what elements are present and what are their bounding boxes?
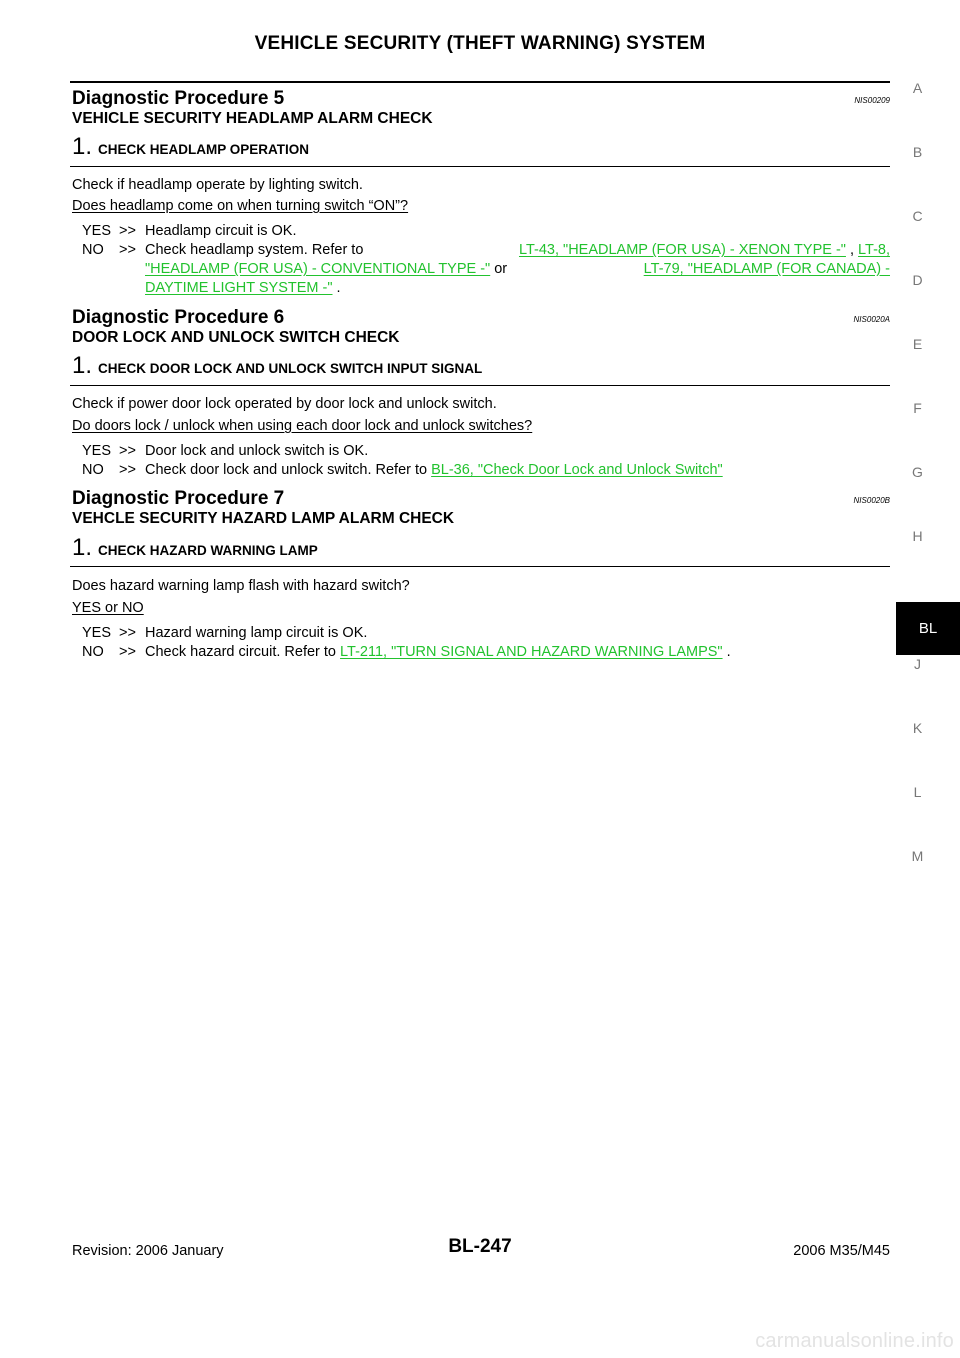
- no-arrow: >>: [119, 242, 136, 258]
- footer-revision: Revision: 2006 January: [72, 1243, 224, 1259]
- procedure-7-yes-row: YES >> Hazard warning lamp circuit is OK…: [82, 624, 890, 643]
- watermark: carmanualsonline.info: [755, 1330, 954, 1352]
- yes-arrow: >>: [119, 443, 136, 459]
- yes-arrow: >>: [119, 625, 136, 641]
- no-text-prefix: Check door lock and unlock switch. Refer…: [145, 462, 432, 478]
- step-divider: [70, 385, 890, 386]
- procedure-5-title: Diagnostic Procedure 5: [72, 88, 285, 109]
- step-divider: [70, 566, 890, 567]
- procedure-7-title: Diagnostic Procedure 7: [72, 488, 285, 509]
- link-lt-79-canada[interactable]: LT-79, "HEADLAMP (FOR CANADA) -: [643, 261, 890, 277]
- no-text: Check hazard circuit. Refer to LT-211, "…: [145, 643, 890, 662]
- section-index-e[interactable]: E: [912, 336, 923, 352]
- procedure-7-subtitle: VEHCLE SECURITY HAZARD LAMP ALARM CHECK: [72, 510, 455, 527]
- link-lt-211-turn-signal-hazard[interactable]: LT-211, "TURN SIGNAL AND HAZARD WARNING …: [340, 644, 723, 660]
- separator: ,: [845, 242, 859, 258]
- procedure-6-code: NIS0020A: [853, 315, 890, 324]
- procedure-5-step-heading: 1. CHECK HEADLAMP OPERATION: [72, 133, 890, 161]
- procedure-7-question: YES or NO: [72, 600, 144, 616]
- no-text-prefix: Check hazard circuit. Refer to: [145, 644, 341, 660]
- link-lt-79-canada-title[interactable]: DAYTIME LIGHT SYSTEM -": [145, 280, 333, 296]
- procedure-6-question: Do doors lock / unlock when using each d…: [72, 418, 533, 434]
- procedure-7-step-heading: 1. CHECK HAZARD WARNING LAMP: [72, 534, 890, 562]
- procedure-6-title: Diagnostic Procedure 6: [72, 307, 285, 328]
- section-index-a[interactable]: A: [912, 80, 923, 96]
- yes-key: YES: [82, 625, 112, 641]
- header-divider: [70, 81, 890, 83]
- yes-key: YES: [82, 443, 112, 459]
- section-index-d[interactable]: D: [912, 272, 923, 288]
- procedure-6-no-row: NO >> Check door lock and unlock switch.…: [82, 461, 890, 480]
- section-index-k[interactable]: K: [912, 720, 923, 736]
- yes-key: YES: [82, 223, 112, 239]
- section-index-j[interactable]: J: [914, 656, 921, 672]
- step-number: 1.: [72, 352, 93, 379]
- procedure-5-subtitle: VEHICLE SECURITY HEADLAMP ALARM CHECK: [72, 110, 433, 127]
- section-index-c[interactable]: C: [912, 208, 923, 224]
- no-key: NO: [82, 462, 104, 478]
- yes-text: Hazard warning lamp circuit is OK.: [145, 625, 368, 641]
- procedure-5-no-row: NO >> Check headlamp system. Refer to LT…: [82, 241, 890, 298]
- section-index-g[interactable]: G: [912, 464, 923, 480]
- no-text: Check headlamp system. Refer to LT-43, "…: [145, 241, 890, 298]
- link-lt-8-conventional-title[interactable]: "HEADLAMP (FOR USA) - CONVENTIONAL TYPE …: [145, 261, 491, 277]
- step-label: CHECK DOOR LOCK AND UNLOCK SWITCH INPUT …: [98, 361, 483, 376]
- no-key: NO: [82, 644, 104, 660]
- suffix: .: [332, 280, 341, 296]
- footer-page-number: BL-247: [448, 1236, 512, 1257]
- procedure-7-code: NIS0020B: [853, 496, 890, 505]
- link-bl-36-door-lock-switch[interactable]: BL-36, "Check Door Lock and Unlock Switc…: [431, 462, 723, 478]
- procedure-5-description: Check if headlamp operate by lighting sw…: [72, 177, 363, 193]
- section-index-l[interactable]: L: [913, 784, 922, 800]
- no-key: NO: [82, 242, 104, 258]
- procedure-5-code: NIS00209: [854, 96, 890, 105]
- link-lt-43-xenon[interactable]: LT-43, "HEADLAMP (FOR USA) - XENON TYPE …: [518, 242, 846, 258]
- procedure-5-yes-row: YES >> Headlamp circuit is OK.: [82, 222, 890, 241]
- suffix: .: [722, 644, 731, 660]
- section-index-b[interactable]: B: [912, 144, 923, 160]
- yes-text: Door lock and unlock switch is OK.: [145, 443, 369, 459]
- step-divider: [70, 166, 890, 167]
- procedure-5-question: Does headlamp come on when turning switc…: [72, 198, 409, 214]
- footer-model: 2006 M35/M45: [793, 1243, 890, 1259]
- no-text: Check door lock and unlock switch. Refer…: [145, 461, 890, 480]
- yes-text: Headlamp circuit is OK.: [145, 223, 297, 239]
- yes-arrow: >>: [119, 223, 136, 239]
- procedure-6-yes-row: YES >> Door lock and unlock switch is OK…: [82, 442, 890, 461]
- section-index-m[interactable]: M: [911, 848, 924, 864]
- step-label: CHECK HAZARD WARNING LAMP: [98, 543, 318, 558]
- procedure-6-subtitle: DOOR LOCK AND UNLOCK SWITCH CHECK: [72, 329, 400, 346]
- procedure-7-no-row: NO >> Check hazard circuit. Refer to LT-…: [82, 643, 890, 662]
- procedure-7-description: Does hazard warning lamp flash with haza…: [72, 578, 410, 594]
- step-number: 1.: [72, 534, 93, 561]
- step-label: CHECK HEADLAMP OPERATION: [98, 142, 310, 157]
- section-index-f[interactable]: F: [913, 400, 922, 416]
- page-title: VEHICLE SECURITY (THEFT WARNING) SYSTEM: [254, 33, 706, 54]
- procedure-6-description: Check if power door lock operated by doo…: [72, 396, 497, 412]
- separator: or: [490, 261, 508, 277]
- no-text-prefix: Check headlamp system. Refer to: [145, 242, 364, 258]
- step-number: 1.: [72, 133, 93, 160]
- no-arrow: >>: [119, 462, 136, 478]
- procedure-6-step-heading: 1. CHECK DOOR LOCK AND UNLOCK SWITCH INPU…: [72, 352, 890, 380]
- link-lt-8-conventional[interactable]: LT-8,: [858, 242, 890, 258]
- section-index-h[interactable]: H: [912, 528, 923, 544]
- no-arrow: >>: [119, 644, 136, 660]
- section-index-bl-active[interactable]: BL: [896, 602, 960, 655]
